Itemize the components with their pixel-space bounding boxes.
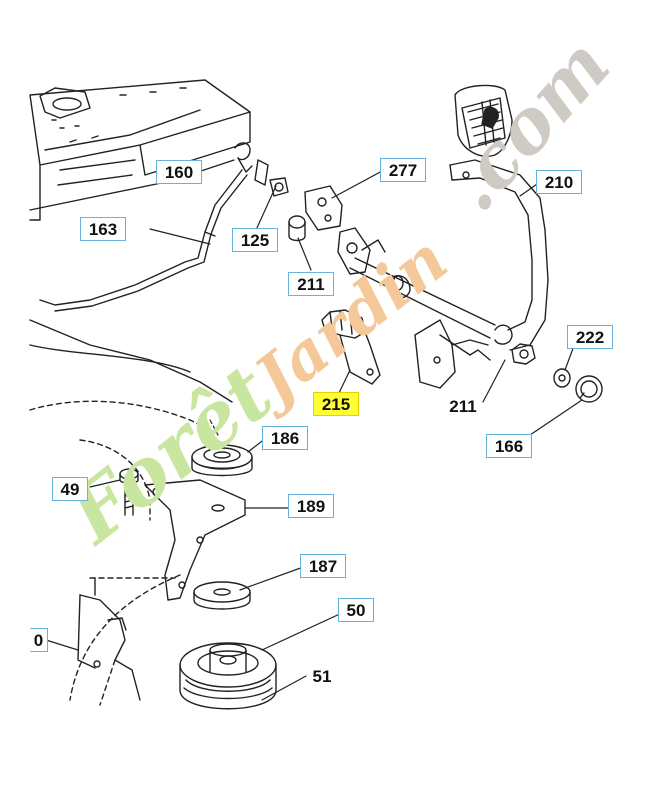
callout-51: 51: [312, 667, 332, 686]
idler-arm-189: [144, 479, 246, 601]
nut-125: [254, 159, 289, 197]
callout-215: 215: [313, 392, 359, 416]
spacer-187: [193, 581, 251, 610]
callout-186: 186: [262, 426, 308, 450]
callout-211-right: 211: [449, 397, 477, 416]
plate-277: [304, 185, 343, 231]
pivot-shaft: [337, 227, 496, 339]
callout-160: 160: [156, 160, 202, 184]
washer-222: [553, 368, 571, 388]
callout-50: 50: [338, 598, 374, 622]
bolt-49: [119, 468, 139, 516]
clip-160: [234, 142, 253, 173]
mower-frame: [29, 79, 251, 221]
bushing-211-top: [288, 215, 306, 242]
clip-166: [575, 375, 603, 403]
bracket-lower-left: [77, 577, 176, 706]
callout-211-top: 211: [288, 272, 334, 296]
callout-187: 187: [300, 554, 346, 578]
callout-0: 0: [30, 628, 48, 652]
callout-277: 277: [380, 158, 426, 182]
callout-222: 222: [567, 325, 613, 349]
leader-lines: [45, 159, 583, 701]
rod-163: [39, 169, 248, 312]
pedal-210: [449, 84, 549, 351]
callout-125: 125: [232, 228, 278, 252]
callout-49: 49: [52, 477, 88, 501]
pedal-bracket: [414, 319, 491, 389]
callout-189: 189: [288, 494, 334, 518]
callout-210: 210: [536, 170, 582, 194]
pulley-186: [191, 444, 253, 477]
bracket-215: [321, 309, 381, 385]
callout-163: 163: [80, 217, 126, 241]
deck-outline: [29, 319, 233, 701]
callout-166: 166: [486, 434, 532, 458]
pulley-50: [179, 642, 277, 710]
bushing-211-right: [511, 343, 536, 365]
